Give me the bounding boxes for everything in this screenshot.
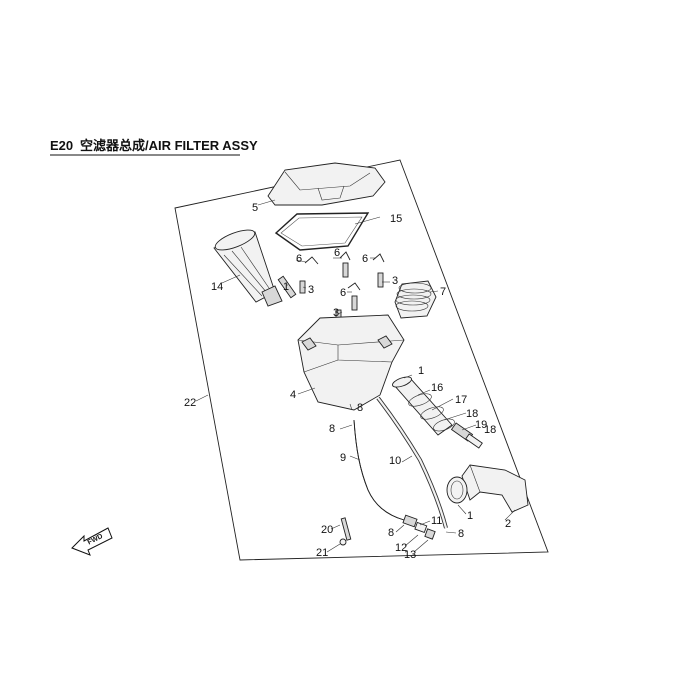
callout-6c: 6 [362, 253, 368, 265]
callout-8c: 8 [388, 527, 394, 539]
forward-direction-arrow: FWD [71, 527, 113, 556]
callout-6b: 6 [334, 247, 340, 259]
callout-22: 22 [184, 397, 196, 409]
callout-21: 21 [316, 547, 328, 559]
callout-16: 16 [431, 382, 443, 394]
intake-coupler [392, 376, 483, 449]
callout-1a: 1 [283, 281, 289, 293]
callout-19: 19 [475, 419, 487, 431]
callout-12: 12 [395, 542, 407, 554]
callout-4: 4 [290, 389, 296, 401]
callout-6a: 6 [296, 253, 302, 265]
intake-duct [446, 464, 529, 513]
air-box-housing [297, 314, 405, 411]
callout-3a: 3 [308, 284, 314, 296]
bolt-20 [339, 517, 352, 546]
cover-gasket [274, 212, 370, 251]
callout-6d: 6 [340, 287, 346, 299]
callout-13: 13 [404, 549, 416, 561]
diagram-title: E20 空滤器总成/AIR FILTER ASSY [50, 138, 258, 156]
callout-2: 2 [505, 518, 511, 530]
callout-14: 14 [211, 281, 223, 293]
callout-1b: 1 [418, 365, 424, 377]
callout-11: 11 [431, 515, 442, 527]
callout-5: 5 [252, 202, 258, 214]
callout-3b: 3 [392, 275, 398, 287]
callout-numbers: 5 15 14 6 1 3 6 6 6 3 7 3 4 1 16 17 18 1… [184, 202, 511, 561]
title-code: E20 [50, 138, 73, 153]
callout-8b: 8 [329, 423, 335, 435]
callout-18a: 18 [466, 408, 478, 420]
callout-9: 9 [340, 452, 346, 464]
callout-20: 20 [321, 524, 333, 536]
title-name: 空滤器总成/AIR FILTER ASSY [80, 138, 258, 153]
callout-17: 17 [455, 394, 467, 406]
callout-3c: 3 [333, 307, 339, 319]
callout-8a: 8 [357, 402, 363, 414]
callout-15: 15 [390, 213, 402, 225]
callout-1c: 1 [467, 510, 473, 522]
filter-element [213, 229, 283, 307]
intake-boot [394, 280, 437, 319]
callout-8d: 8 [458, 528, 464, 540]
callout-18b: 18 [484, 424, 496, 436]
drain-plug-assembly [402, 514, 436, 540]
callout-7: 7 [440, 286, 446, 298]
air-box-cover [267, 162, 386, 206]
fasteners [277, 251, 385, 325]
leader-lines [195, 199, 516, 553]
callout-10: 10 [389, 455, 401, 467]
